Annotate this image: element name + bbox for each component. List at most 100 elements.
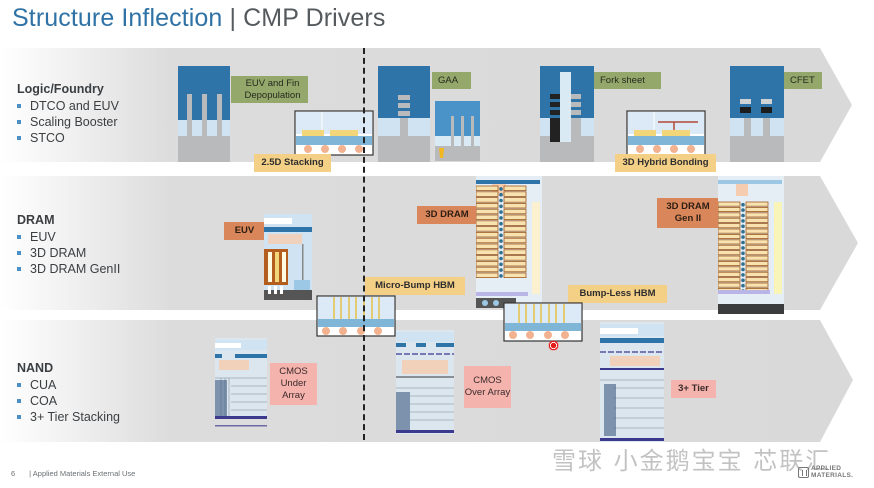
dram-cell-layer bbox=[476, 185, 499, 191]
bullet-item: 3D DRAM bbox=[17, 245, 120, 261]
bullet-icon bbox=[17, 267, 21, 271]
dram-3d-gen2-illustration bbox=[718, 176, 784, 314]
watermark-text: 雪球 小金鹅宝宝 芯联汇 bbox=[552, 447, 832, 475]
dram-cell-layer bbox=[476, 237, 499, 244]
dram-capacitor-node bbox=[499, 221, 503, 226]
dram-cell-layer bbox=[503, 243, 527, 249]
dram-capacitor-node bbox=[741, 235, 745, 239]
dram-cell-layer bbox=[718, 282, 741, 288]
dram-cell-layer bbox=[718, 271, 741, 277]
label-dram-3d-gen2: 3D DRAM Gen II bbox=[657, 198, 719, 228]
dram-capacitor-node bbox=[741, 246, 745, 250]
title-separator: | bbox=[222, 4, 244, 32]
dram-cell-layer bbox=[503, 232, 527, 238]
label-fork-sheet: Fork sheet bbox=[594, 72, 661, 89]
label-cfet: CFET bbox=[784, 72, 822, 89]
dram-cell-layer bbox=[718, 255, 741, 261]
dram-capacitor-node bbox=[499, 204, 503, 209]
bullet-icon bbox=[17, 104, 21, 108]
dram-capacitor-node bbox=[741, 219, 745, 223]
dram-capacitor-node bbox=[741, 208, 745, 212]
dram-capacitor-node bbox=[499, 227, 503, 232]
dram-cell-layer bbox=[718, 234, 741, 240]
row-heading: Logic/Foundry bbox=[17, 82, 104, 96]
hbm-bumpless-illustration bbox=[503, 302, 583, 342]
label-hybrid-bonding: 3D Hybrid Bonding bbox=[615, 154, 716, 172]
dram-cell-layer bbox=[745, 239, 769, 245]
dram-cell-layer bbox=[718, 266, 741, 272]
dram-cell-layer bbox=[476, 208, 499, 215]
dram-cell-layer bbox=[745, 261, 769, 267]
dram-cell-layer bbox=[718, 244, 741, 250]
dram-cell-layer bbox=[476, 220, 499, 226]
band-dram bbox=[0, 176, 874, 316]
forksheet-illustration bbox=[540, 66, 594, 162]
dram-cell-layer bbox=[745, 244, 769, 250]
nand-coa-illustration bbox=[396, 330, 454, 434]
package-25d-illustration bbox=[294, 110, 374, 156]
dram-cell-layer bbox=[503, 202, 527, 209]
dram-capacitor-node bbox=[499, 198, 503, 203]
bullet-item: 3+ Tier Stacking bbox=[17, 409, 120, 425]
footer-text: | Applied Materials External Use bbox=[29, 469, 136, 478]
dram-cell-layer bbox=[718, 217, 741, 223]
page-title: Structure Inflection | CMP Drivers bbox=[12, 4, 385, 33]
dram-cell-layer bbox=[476, 272, 499, 278]
dram-cell-layer bbox=[503, 237, 527, 244]
bullet-item: COA bbox=[17, 393, 120, 409]
cursor-marker bbox=[548, 340, 559, 351]
bullet-item: DTCO and EUV bbox=[17, 98, 119, 114]
dram-capacitor-node bbox=[741, 251, 745, 256]
dram-cell-layer bbox=[503, 249, 527, 255]
title-primary: Structure Inflection bbox=[12, 4, 223, 32]
gaa-illustration bbox=[378, 66, 480, 162]
bullet-item: EUV bbox=[17, 229, 120, 245]
page-number: 6 bbox=[11, 469, 16, 478]
dram-cell-layer bbox=[718, 223, 741, 229]
dram-capacitor-node bbox=[741, 224, 745, 229]
label-euv-fin: EUV and Fin Depopulation bbox=[231, 76, 308, 103]
dram-cell-layer bbox=[503, 255, 527, 261]
bullet-icon bbox=[17, 251, 21, 255]
dram-capacitor-node bbox=[741, 256, 745, 261]
dram-capacitor-node bbox=[499, 192, 503, 197]
dram-cell-layer bbox=[476, 255, 499, 261]
dram-capacitor-node bbox=[499, 262, 503, 267]
bullet-icon bbox=[17, 383, 21, 387]
footer: 6 | Applied Materials External Use bbox=[11, 469, 135, 478]
dram-capacitor-node bbox=[499, 210, 503, 214]
dram-capacitor-node bbox=[741, 267, 745, 272]
dram-cell-layer bbox=[503, 272, 527, 278]
dram-cell-layer bbox=[476, 202, 499, 209]
dram-capacitor-node bbox=[499, 187, 503, 191]
dram-cell-layer bbox=[503, 261, 527, 267]
title-secondary: CMP Drivers bbox=[243, 4, 386, 32]
dram-capacitor-node bbox=[499, 268, 503, 272]
dram-capacitor-node bbox=[741, 273, 745, 277]
dram-capacitor-node bbox=[499, 216, 503, 220]
dram-cell-layer bbox=[745, 255, 769, 261]
dram-cell-layer bbox=[476, 266, 499, 273]
dram-cell-layer bbox=[476, 249, 499, 255]
bullet-icon bbox=[17, 415, 21, 419]
bullet-icon bbox=[17, 136, 21, 140]
dram-cell-layer bbox=[718, 239, 741, 245]
dram-cell-layer bbox=[745, 250, 769, 256]
dram-cell-layer bbox=[476, 197, 499, 203]
dram-capacitor-node bbox=[499, 250, 503, 255]
nand-3tier-illustration bbox=[600, 322, 664, 442]
dram-cell-layer bbox=[745, 201, 769, 207]
dram-cell-layer bbox=[503, 197, 527, 203]
dram-cell-layer bbox=[476, 191, 499, 197]
bullet-icon bbox=[17, 235, 21, 239]
dram-cell-layer bbox=[503, 191, 527, 197]
row-heading: DRAM bbox=[17, 213, 55, 227]
dram-capacitor-node bbox=[741, 262, 745, 266]
dram-cell-layer bbox=[745, 206, 769, 212]
dram-cell-layer bbox=[718, 261, 741, 267]
dram-capacitor-node bbox=[741, 202, 745, 207]
label-dram-euv: EUV bbox=[224, 222, 265, 240]
dram-cell-layer bbox=[503, 214, 527, 220]
